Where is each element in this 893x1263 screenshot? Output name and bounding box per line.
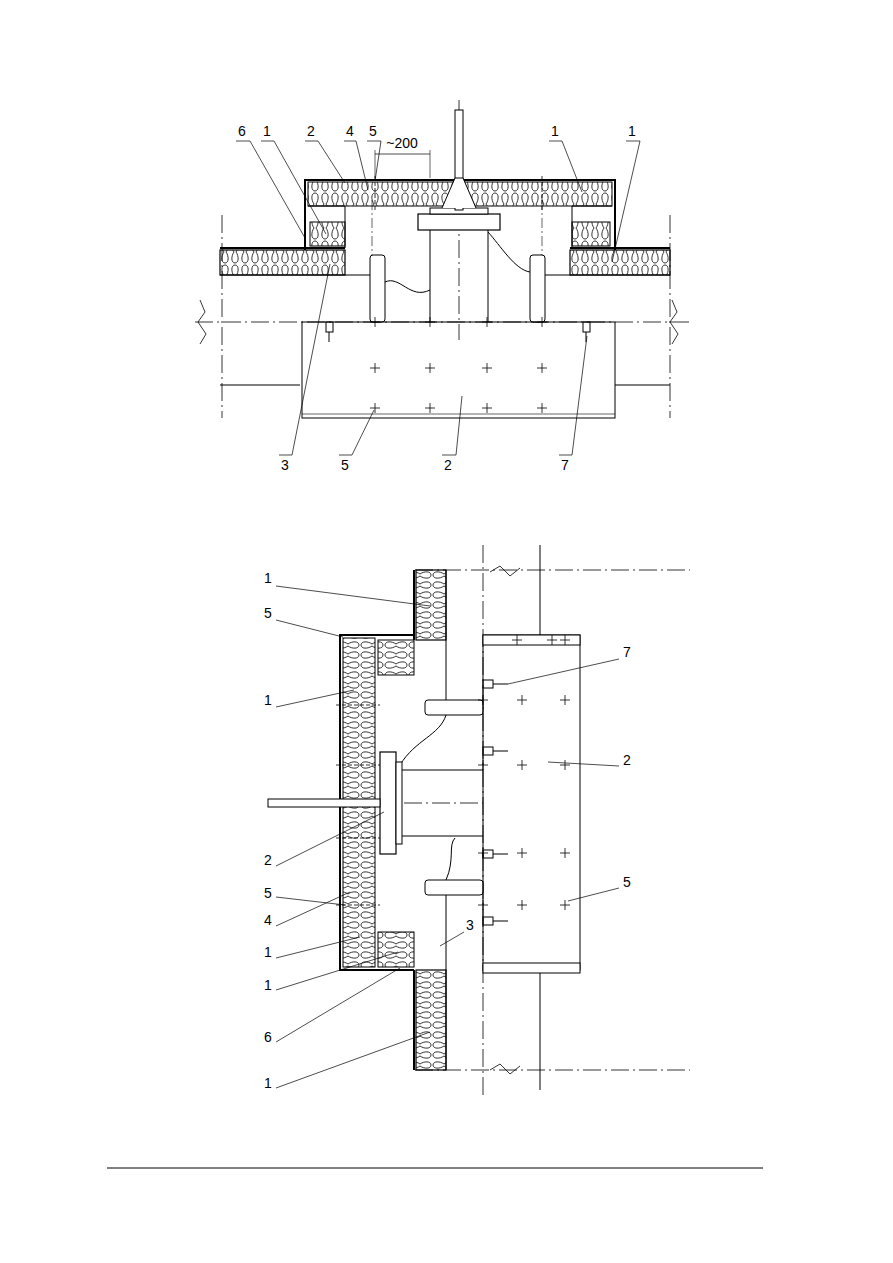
callout-number: 7 bbox=[621, 645, 633, 660]
callout-number: 3 bbox=[464, 918, 476, 933]
callout-number: 4 bbox=[262, 913, 274, 928]
callout-number: 5 bbox=[262, 886, 274, 901]
callout-number: 1 bbox=[549, 124, 561, 139]
callout-number: 5 bbox=[367, 124, 379, 139]
callout-number: 4 bbox=[344, 124, 356, 139]
callout-number: 2 bbox=[262, 853, 274, 868]
callout-number: 2 bbox=[305, 124, 317, 139]
callout-number: 1 bbox=[262, 1076, 274, 1091]
dimension-label: ~200 bbox=[384, 136, 420, 151]
side-view bbox=[268, 545, 690, 1095]
top-view bbox=[195, 100, 690, 455]
callout-number: 5 bbox=[262, 606, 274, 621]
callout-number: 3 bbox=[279, 458, 291, 473]
callout-number: 5 bbox=[339, 458, 351, 473]
callout-number: 2 bbox=[621, 753, 633, 768]
callout-number: 1 bbox=[262, 693, 274, 708]
callout-number: 7 bbox=[559, 458, 571, 473]
callout-number: 1 bbox=[261, 124, 273, 139]
callout-number: 6 bbox=[236, 124, 248, 139]
callout-number: 1 bbox=[262, 571, 274, 586]
callout-number: 6 bbox=[262, 1030, 274, 1045]
callout-number: 2 bbox=[442, 458, 454, 473]
callout-number: 5 bbox=[621, 875, 633, 890]
callout-number: 1 bbox=[262, 978, 274, 993]
footer-rule bbox=[107, 1168, 763, 1169]
callout-number: 1 bbox=[262, 945, 274, 960]
callout-number: 1 bbox=[626, 124, 638, 139]
